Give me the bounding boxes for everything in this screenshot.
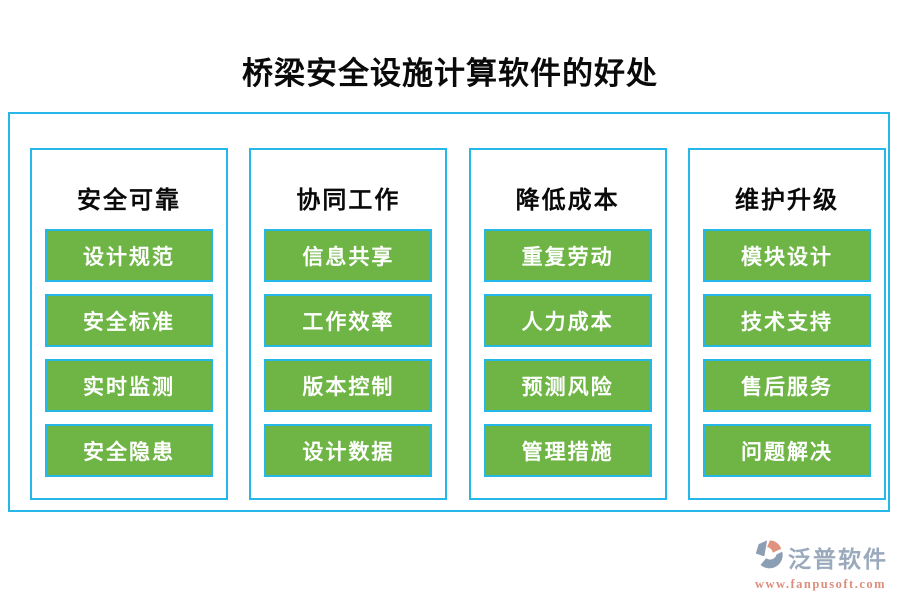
item-button[interactable]: 重复劳动 [483, 229, 652, 282]
item-button[interactable]: 预测风险 [483, 359, 652, 412]
item-button[interactable]: 信息共享 [264, 229, 433, 282]
page-title: 桥梁安全设施计算软件的好处 [242, 56, 658, 91]
category-panel-safety: 安全可靠 设计规范 安全标准 实时监测 安全隐患 [30, 148, 228, 500]
item-button[interactable]: 问题解决 [702, 424, 871, 477]
category-panel-collaboration: 协同工作 信息共享 工作效率 版本控制 设计数据 [249, 148, 448, 500]
category-header: 降低成本 [515, 188, 620, 214]
category-columns: 安全可靠 设计规范 安全标准 实时监测 安全隐患 协同工作 信息共享 工作效率 … [30, 148, 886, 500]
brand-url-link[interactable]: www.fanpusoft.com [754, 577, 887, 591]
item-button[interactable]: 管理措施 [483, 424, 652, 477]
item-list: 信息共享 工作效率 版本控制 设计数据 [264, 229, 433, 477]
item-list: 设计规范 安全标准 实时监测 安全隐患 [45, 229, 213, 477]
item-button[interactable]: 设计数据 [264, 424, 433, 477]
item-button[interactable]: 安全标准 [45, 294, 213, 347]
item-button[interactable]: 工作效率 [264, 294, 433, 347]
category-header: 维护升级 [734, 188, 839, 214]
item-button[interactable]: 技术支持 [702, 294, 871, 347]
category-panel-cost: 降低成本 重复劳动 人力成本 预测风险 管理措施 [468, 148, 667, 500]
item-button[interactable]: 模块设计 [702, 229, 871, 282]
category-panel-maintenance: 维护升级 模块设计 技术支持 售后服务 问题解决 [687, 148, 886, 500]
item-button[interactable]: 实时监测 [45, 359, 213, 412]
brand-name: 泛普软件 [788, 547, 888, 572]
item-button[interactable]: 售后服务 [702, 359, 871, 412]
brand-row: 泛普软件 [753, 538, 888, 576]
item-button[interactable]: 设计规范 [45, 229, 213, 282]
brand-block: 泛普软件 www.fanpusoft.com [753, 538, 888, 592]
fanpu-swirl-icon [753, 538, 785, 576]
category-header: 协同工作 [296, 188, 401, 214]
item-button[interactable]: 人力成本 [483, 294, 652, 347]
item-button[interactable]: 版本控制 [264, 359, 433, 412]
item-list: 重复劳动 人力成本 预测风险 管理措施 [483, 229, 652, 477]
item-list: 模块设计 技术支持 售后服务 问题解决 [702, 229, 871, 477]
category-header: 安全可靠 [77, 188, 181, 214]
item-button[interactable]: 安全隐患 [45, 424, 213, 477]
